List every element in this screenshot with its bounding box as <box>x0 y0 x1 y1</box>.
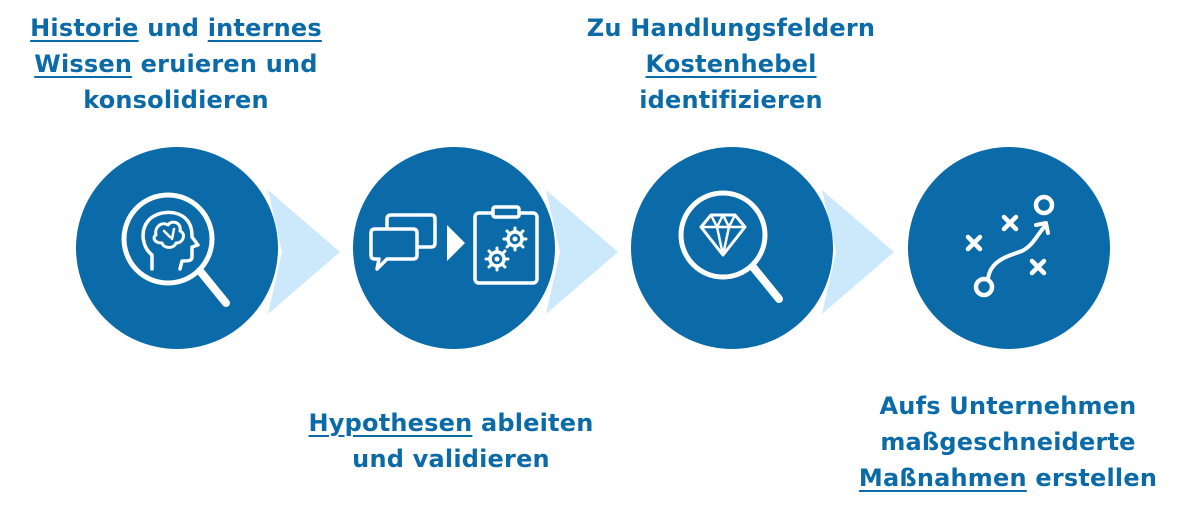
caption-text: und validieren <box>352 445 550 473</box>
magnifier-brain-icon <box>121 192 230 307</box>
caption-text: konsolidieren <box>83 86 269 114</box>
caption-keyword: internes <box>207 14 322 42</box>
step-4-circle <box>908 147 1110 349</box>
caption-text: und <box>138 14 208 42</box>
caption-line: Aufs Unternehmen <box>857 388 1159 424</box>
caption-text: Aufs Unternehmen <box>879 392 1137 420</box>
chevron-arrow-3 <box>822 190 894 314</box>
magnifier-diamond-icon <box>678 190 783 303</box>
step-2-caption: Hypothesen ableiten und validieren <box>300 405 602 477</box>
caption-keyword: Maßnahmen <box>858 464 1027 492</box>
strategy-path-icon <box>965 194 1055 298</box>
caption-line: Zu Handlungsfeldern <box>580 10 882 46</box>
caption-line: maßgeschneiderte <box>857 424 1159 460</box>
caption-line: Wissen eruieren und <box>25 46 327 82</box>
caption-line: identifizieren <box>580 82 882 118</box>
caption-keyword: Hypothesen <box>308 409 473 437</box>
caption-text: eruieren und <box>132 50 318 78</box>
caption-line: und validieren <box>300 441 602 477</box>
chevron-arrow-2 <box>546 190 618 314</box>
step-3-circle <box>631 147 833 349</box>
caption-line: konsolidieren <box>25 82 327 118</box>
caption-text: identifizieren <box>639 86 823 114</box>
step-2-circle <box>353 147 555 349</box>
step-1-circle <box>76 147 278 349</box>
caption-text: ableiten <box>472 409 594 437</box>
caption-line: Historie und internes <box>25 10 327 46</box>
caption-line: Hypothesen ableiten <box>300 405 602 441</box>
caption-text: Zu Handlungsfeldern <box>586 14 876 42</box>
caption-keyword: Historie <box>30 14 139 42</box>
chevron-arrow-1 <box>268 190 340 314</box>
caption-text: maßgeschneiderte <box>880 428 1136 456</box>
chat-to-clipboard-gears-icon <box>369 205 539 285</box>
caption-line: Maßnahmen erstellen <box>857 460 1159 496</box>
caption-line: Kostenhebel <box>580 46 882 82</box>
caption-keyword: Kostenhebel <box>645 50 817 78</box>
caption-keyword: Wissen <box>34 50 133 78</box>
caption-text: erstellen <box>1026 464 1158 492</box>
